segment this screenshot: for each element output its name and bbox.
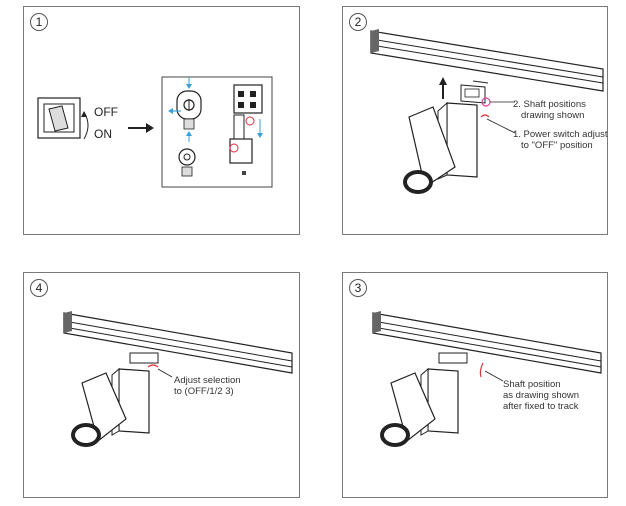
note-power-switch: 1. Power switch adjust to "OFF" position — [513, 129, 608, 151]
note-shaft-position: Shaft position as drawing shown after fi… — [503, 379, 580, 412]
step-1-panel: 1 — [23, 6, 300, 235]
note-adjust-selection: Adjust selection to (OFF/1/2 3) — [174, 375, 241, 397]
step-number: 1 — [30, 13, 48, 31]
track-light-diagram — [372, 311, 602, 447]
step-4-panel: 4 Adjust selection to (OFF/1/2 3) — [23, 272, 300, 498]
step-3-panel: 3 Shaft position as drawing shown after … — [342, 272, 608, 498]
track-light-diagram — [63, 311, 293, 447]
switch-off-label: OFF — [94, 105, 118, 119]
note-shaft-positions: 2. Shaft positions drawing shown — [513, 99, 586, 121]
track-light-diagram — [370, 29, 604, 194]
step-2-panel: 2 2. Shaft positions drawing shown 1. Po… — [342, 6, 608, 235]
switch-on-label: ON — [94, 127, 112, 141]
switch-diagram — [37, 76, 273, 188]
step-number: 2 — [349, 13, 367, 31]
step-number: 4 — [30, 279, 48, 297]
step-number: 3 — [349, 279, 367, 297]
